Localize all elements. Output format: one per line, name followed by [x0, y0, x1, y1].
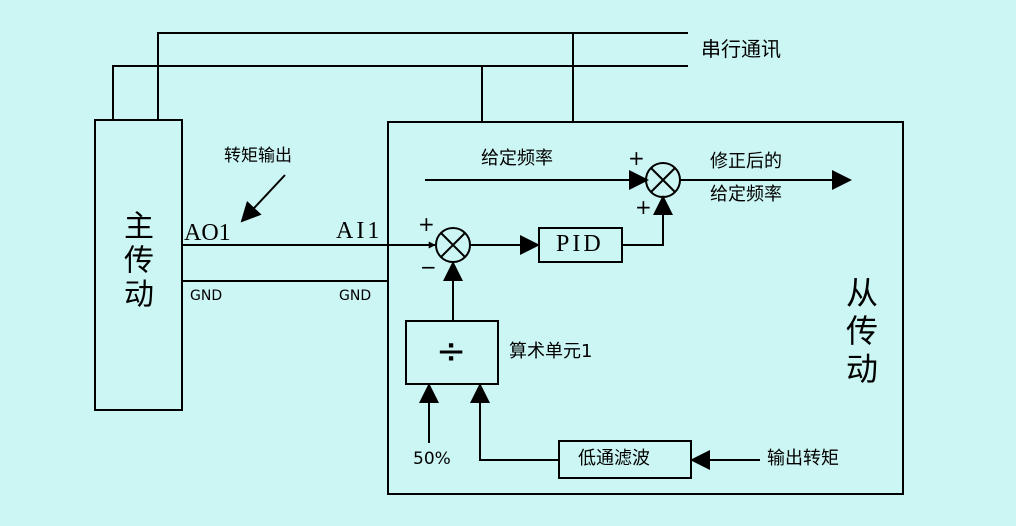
sum-ai-plus: +: [418, 212, 435, 236]
serial-bus-top: [157, 32, 688, 120]
serial-bus-bottom: [112, 65, 688, 120]
pid-to-junction: [622, 195, 673, 246]
torque-output-label: 转矩输出: [224, 146, 292, 166]
ai1-label: AI1: [336, 218, 383, 244]
sum-ai-minus: −: [420, 255, 437, 279]
sum-freq-plus-top: +: [628, 146, 645, 170]
arith-unit-label: 算术单元1: [509, 341, 593, 362]
corrected-frequency-label-2: 给定频率: [710, 184, 782, 205]
fifty-percent-label: 50%: [413, 449, 451, 469]
sum-freq-plus-bottom: +: [635, 195, 652, 219]
pid-label: PID: [556, 231, 604, 257]
lowpass-filter-label: 低通滤波: [578, 448, 650, 469]
corrected-frequency-label-1: 修正后的: [710, 151, 782, 172]
torque-output-arrow: [240, 174, 286, 223]
gnd-left-label: GND: [190, 288, 223, 304]
master-drive-label: 主传动: [118, 210, 153, 312]
given-frequency-label: 给定频率: [481, 148, 553, 169]
slave-drive-box: [387, 121, 904, 495]
divide-symbol: ÷: [436, 331, 467, 372]
slave-drive-label: 从传动: [841, 276, 879, 390]
master-drive-box: [94, 119, 183, 411]
gnd-right-label: GND: [339, 288, 372, 304]
output-torque-label: 输出转矩: [767, 448, 839, 469]
filter-to-arith: [470, 383, 559, 461]
ao1-label: AO1: [184, 220, 231, 246]
serial-comm-label: 串行通讯: [701, 37, 781, 61]
